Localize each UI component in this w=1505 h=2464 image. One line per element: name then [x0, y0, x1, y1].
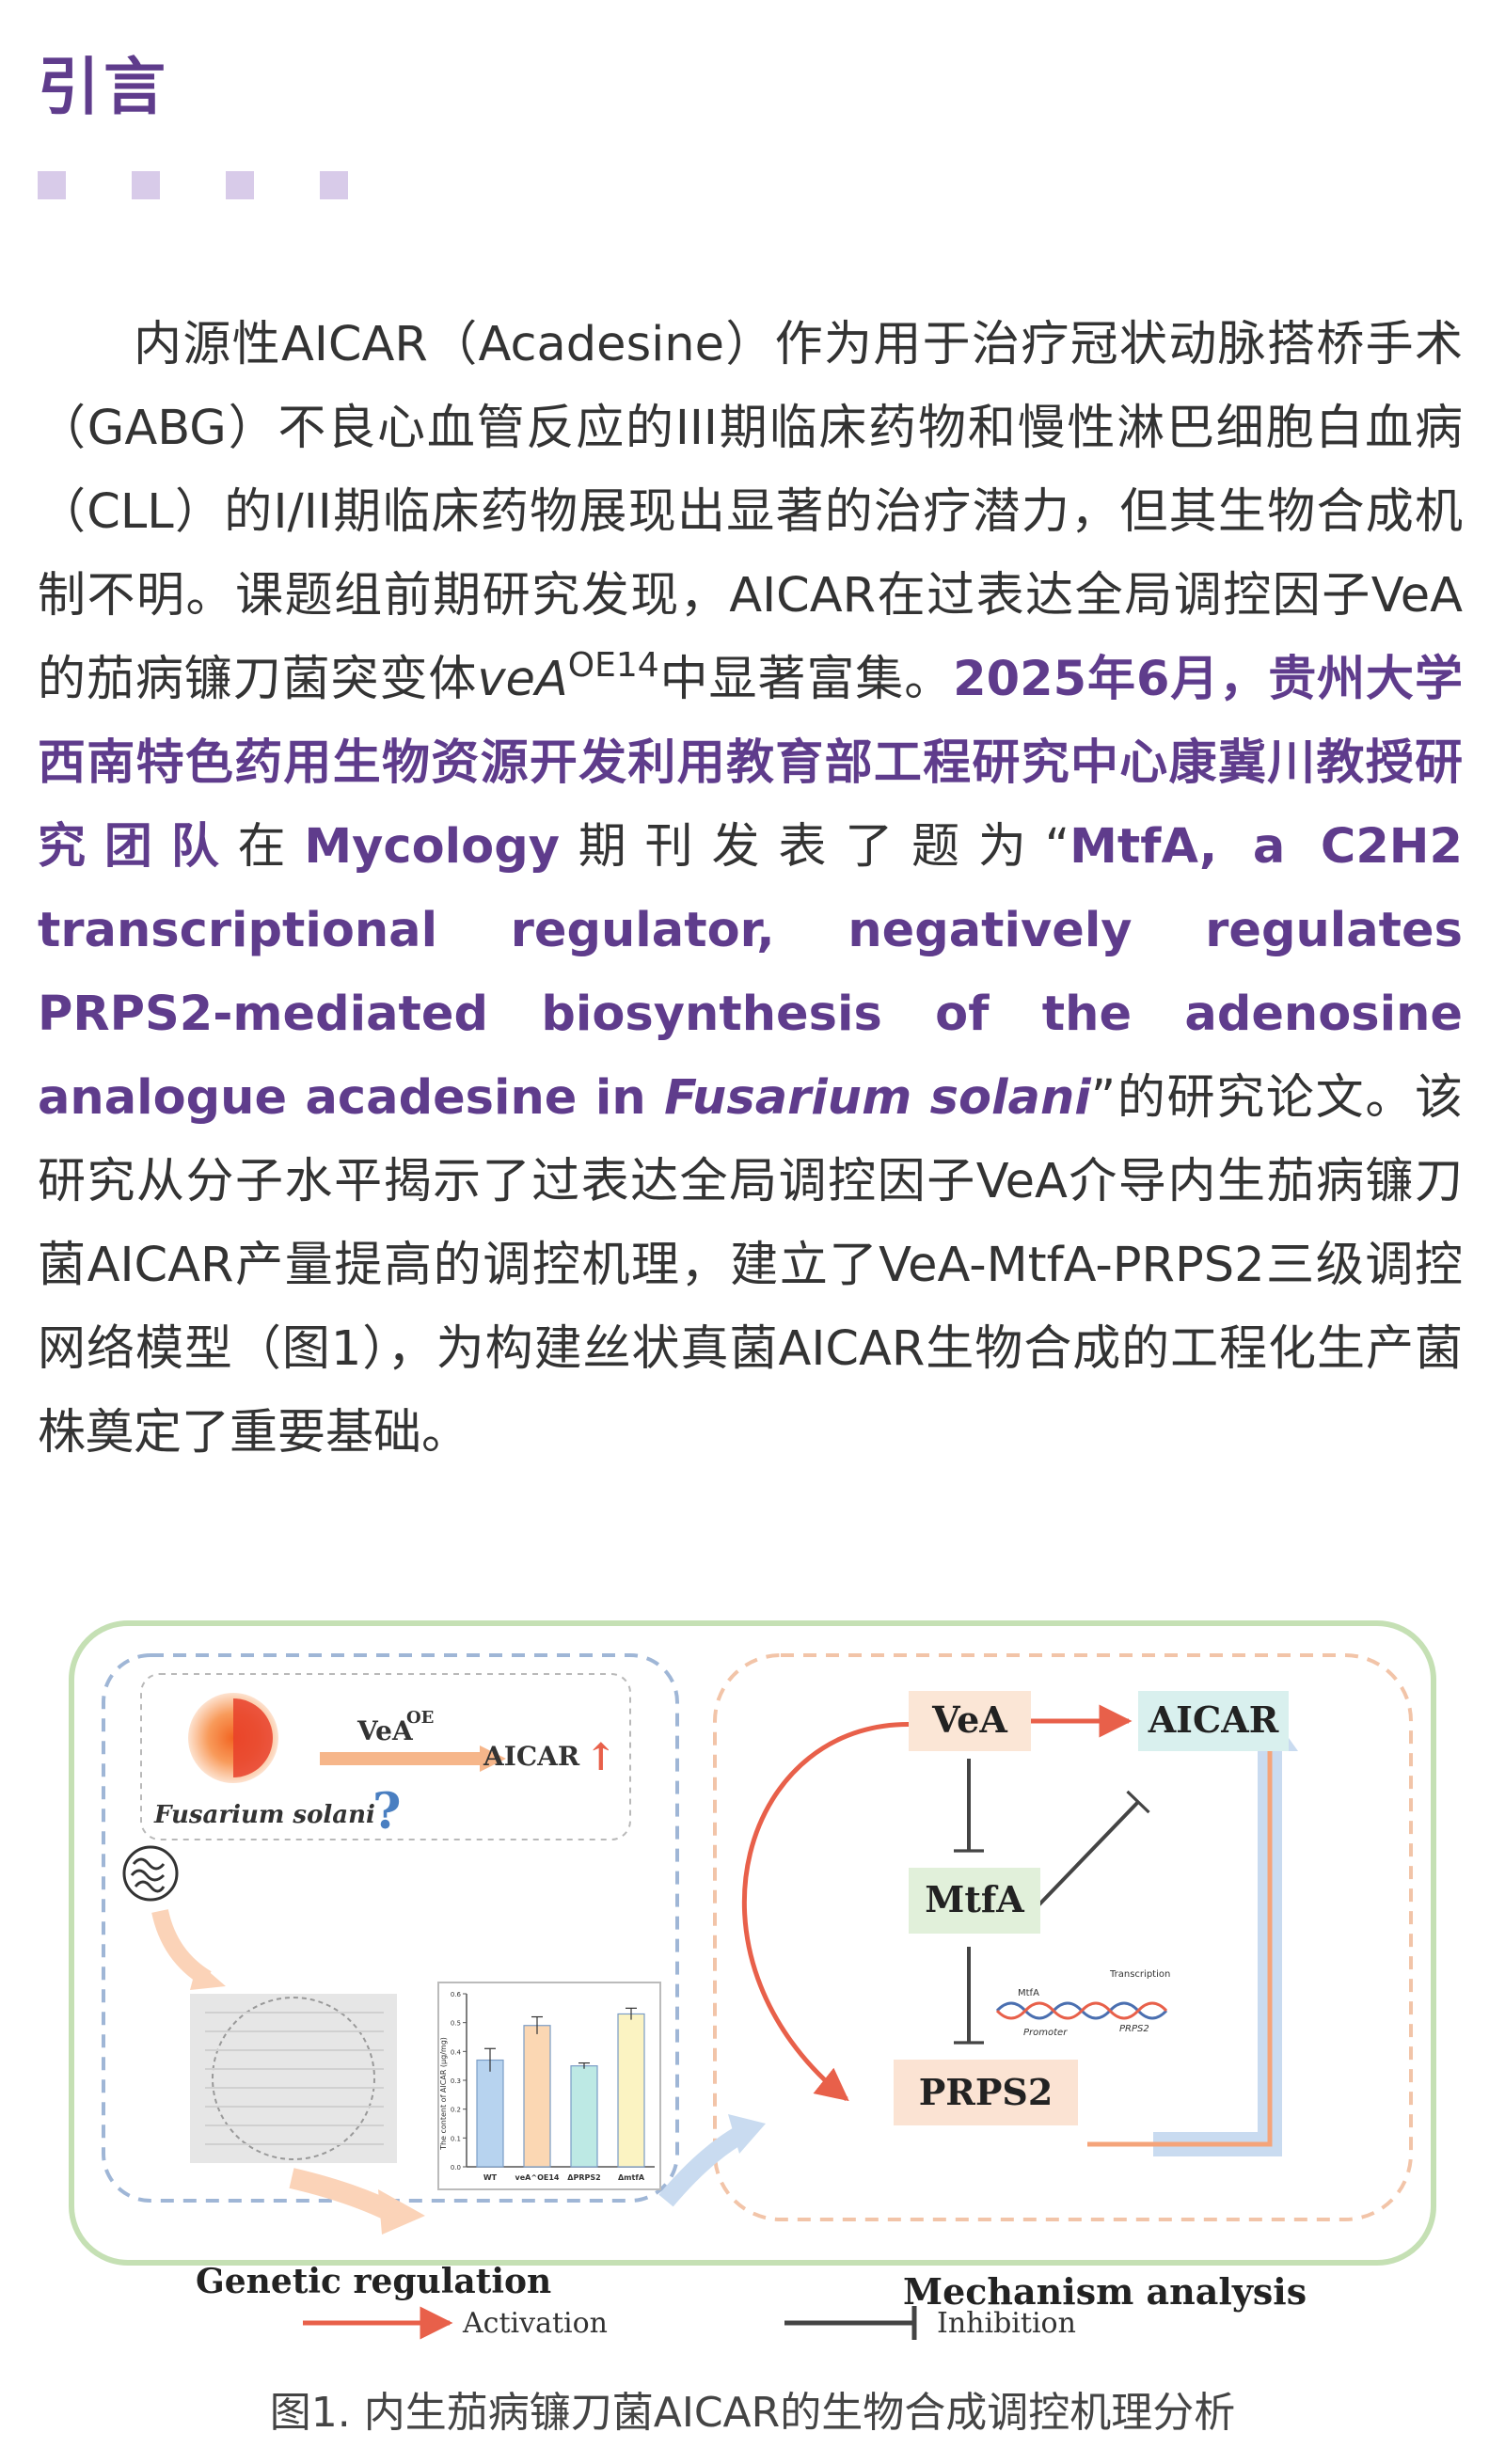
chart-ylabel: The content of AICAR (μg/mg) — [439, 2037, 448, 2151]
section-title: 引言 — [38, 51, 169, 123]
veA-node: VeA — [909, 1691, 1031, 1751]
aicar-result-label: AICAR — [483, 1741, 580, 1772]
chart-bar — [570, 2065, 598, 2168]
dna-binding-illustration: MtfA Promoter Transcription PRPS2 — [995, 1969, 1170, 2038]
text-run: 期刊发表了题为“ — [559, 819, 1070, 875]
highlight-species: Fusarium solani — [664, 1070, 1091, 1126]
panel-link-arrowhead — [728, 2114, 766, 2154]
decoration-square — [38, 171, 66, 199]
chart-y-tick-label: 0.5 — [451, 2020, 461, 2028]
spacer — [66, 1618, 67, 1619]
inhibition-legend-label: Inhibition — [937, 2307, 1076, 2340]
dna-transcription-label: Transcription — [1109, 1969, 1170, 1980]
chart-x-tick-label: ΔPRPS2 — [567, 2173, 600, 2182]
phenotype-box — [140, 1673, 631, 1840]
figure-diagram: VeA OE AICAR ↑ Fusarium solani ? — [69, 1620, 1436, 2313]
decoration-square — [226, 171, 254, 199]
unknown-mechanism-icon: ? — [372, 1783, 401, 1840]
gene-name: veA — [477, 652, 568, 707]
veA-sup: OE — [406, 1708, 434, 1728]
dna-strand-red — [995, 2001, 1168, 2020]
aicar-node-label: AICAR — [1148, 1698, 1279, 1741]
prps2-box — [894, 2060, 1078, 2125]
chart-x-tick-label: veA^OE14 — [515, 2173, 560, 2182]
mtfA-node-label: MtfA — [925, 1878, 1024, 1920]
veA-box — [909, 1691, 1031, 1751]
workflow-arrowhead-2 — [378, 2189, 425, 2235]
veA-node-label: VeA — [931, 1698, 1007, 1741]
genetic-regulation-title: Genetic regulation — [196, 2262, 551, 2301]
aicar-box — [1138, 1691, 1289, 1751]
dna-prps2-label: PRPS2 — [1119, 2024, 1149, 2034]
title-decoration — [38, 171, 348, 199]
outer-frame — [69, 1620, 1436, 2266]
text-run: ”的研究论文。该研究从分子水平揭示了过表达全局调控因子VeA介导内生茄病镰刀菌A… — [38, 1070, 1464, 1461]
decoration-square — [132, 171, 160, 199]
chart-y-tick-label: 0.2 — [451, 2107, 461, 2114]
chart-bar — [523, 2025, 551, 2168]
text-run: 在 — [237, 819, 305, 875]
figure-caption: 图1. 内生茄病镰刀菌AICAR的生物合成调控机理分析 — [269, 2389, 1236, 2437]
highlight-paper-title: MtfA, a C2H2 transcriptional regulator, … — [38, 819, 1463, 1126]
intro-paragraph: 内源性AICAR（Acadesine）作为用于治疗冠状动脉搭桥手术（GABG）不… — [38, 303, 1463, 1475]
figure-1: VeA OE AICAR ↑ Fusarium solani ? — [66, 1618, 1439, 2323]
decoration-square — [320, 171, 348, 199]
workflow-arrow-2 — [289, 2168, 392, 2219]
chart-y-tick-label: 0.4 — [451, 2048, 462, 2056]
species-label: Fusarium solani — [153, 1801, 375, 1829]
prps2-node: PRPS2 — [894, 2060, 1078, 2125]
fungus-colony-icon — [188, 1693, 278, 1783]
mtfA-box — [909, 1868, 1040, 1934]
highlight-journal: Mycology — [304, 819, 560, 875]
mechanism-analysis-title: Mechanism analysis — [903, 2270, 1307, 2313]
increase-arrow: ↑ — [585, 1735, 617, 1779]
figure-legend: Activation Inhibition — [303, 2306, 1076, 2340]
text-run: 中显著富集。 — [658, 652, 954, 707]
activation-legend-label: Activation — [462, 2307, 608, 2340]
transcriptome-icon — [122, 1845, 179, 1902]
veA-label: VeA — [356, 1715, 414, 1746]
overexpression-arrowhead — [480, 1745, 506, 1772]
mtfA-node: MtfA — [909, 1868, 1040, 1934]
orange-flow-line — [1087, 1740, 1273, 2147]
highlight-research-team: 2025年6月，贵州大学西南特色药用生物资源开发利用教育部工程研究中心康冀川教授… — [38, 652, 1463, 875]
mtfA-inhibits-aicar — [1037, 1790, 1150, 1907]
text-run: 内源性AICAR（Acadesine）作为用于治疗冠状动脉搭桥手术（GABG）不… — [38, 317, 1463, 707]
workflow-arrowhead — [190, 1962, 226, 1990]
dna-promoter-label: Promoter — [1023, 2028, 1068, 2038]
aicar-content-chart: The content of AICAR (μg/mg) 0.0 0.1 0.2 0.… — [437, 1982, 661, 2190]
chart-y-tick-label: 0.6 — [451, 1991, 462, 1998]
chart-bar — [476, 2059, 504, 2168]
gene-superscript: OE14 — [567, 646, 659, 685]
chart-y-tick-label: 0.3 — [451, 2077, 461, 2085]
chart-y-tick-label: 0.1 — [451, 2135, 461, 2142]
chart-x-tick-label: ΔmtfA — [618, 2173, 645, 2182]
chart-y-tick-label: 0.0 — [451, 2164, 461, 2172]
chart-x-tick-label: WT — [483, 2173, 498, 2182]
chart-bar — [617, 2013, 645, 2168]
veA-activation-arrow — [741, 1722, 923, 2102]
aicar-node: AICAR — [1138, 1691, 1289, 1751]
heatmap-thumbnail — [190, 1994, 397, 2163]
dna-mtfa-label: MtfA — [1018, 1988, 1039, 1998]
mechanism-panel-border — [713, 1653, 1413, 2221]
prps2-node-label: PRPS2 — [919, 2071, 1054, 2113]
